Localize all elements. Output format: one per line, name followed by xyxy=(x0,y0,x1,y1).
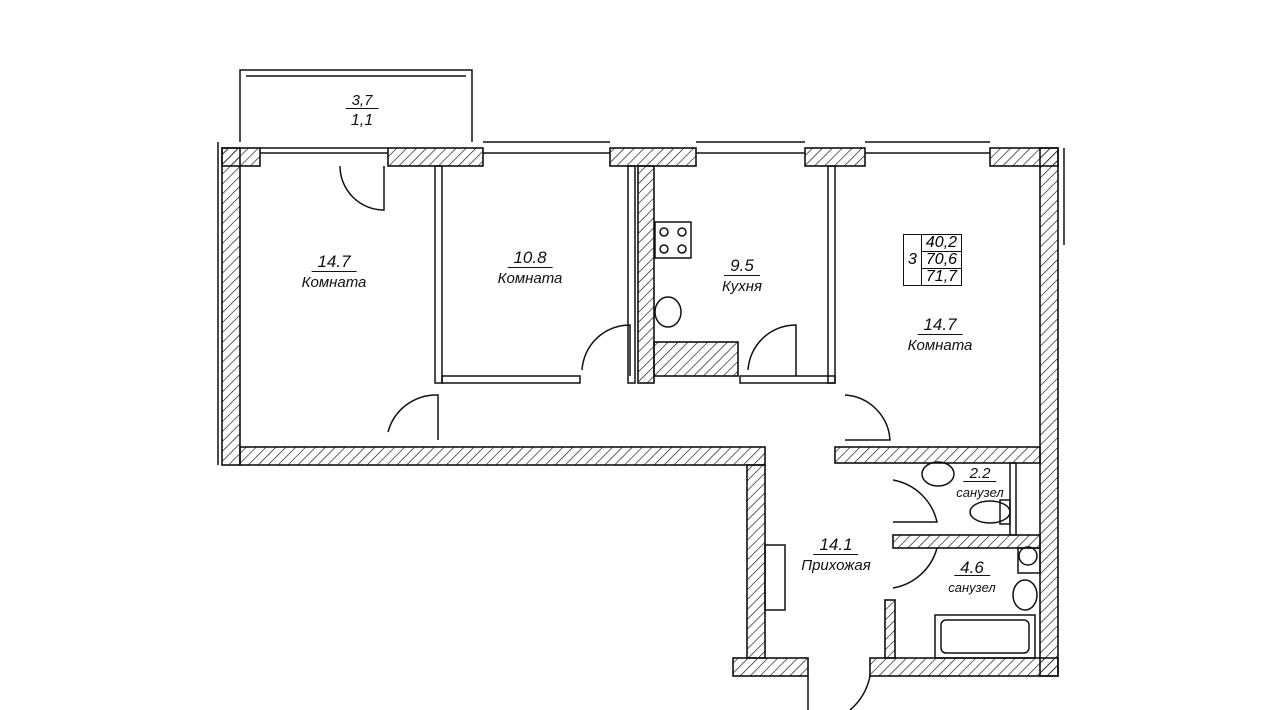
total-with-balcony: 71,7 xyxy=(920,268,963,286)
room-area: 2.2 xyxy=(963,466,997,482)
balcony-label: 3,7 1,1 xyxy=(345,92,379,130)
room-label: 10.8 Комната xyxy=(497,249,563,288)
room-name: Комната xyxy=(301,274,367,291)
room-area: 14.7 xyxy=(311,253,357,272)
room-name: Прихожая xyxy=(801,557,871,574)
wall xyxy=(732,657,809,677)
wall xyxy=(746,464,766,659)
wall xyxy=(221,147,241,466)
wall xyxy=(892,534,1041,549)
wall xyxy=(884,599,896,659)
room-label: 14.1 Прихожая xyxy=(801,536,871,575)
wall xyxy=(834,446,1041,464)
room-name: Комната xyxy=(907,337,973,354)
room-area: 4.6 xyxy=(954,559,990,576)
room-name: Кухня xyxy=(722,278,762,295)
room-name: санузел xyxy=(948,580,996,595)
wall xyxy=(637,165,655,384)
rooms-count: 3 xyxy=(903,234,922,286)
room-label: 4.6 санузел xyxy=(948,559,996,595)
wall xyxy=(609,147,697,167)
room-label: 14.7 Комната xyxy=(907,316,973,355)
room-label: 9.5 Кухня xyxy=(722,257,762,296)
balcony-area-bottom: 1,1 xyxy=(350,112,374,129)
living-area: 40,2 xyxy=(920,234,963,252)
room-label: 2.2 санузел xyxy=(956,465,1003,500)
wall xyxy=(387,147,484,167)
room-area: 9.5 xyxy=(724,257,760,276)
wall xyxy=(653,341,739,377)
room-area: 14.7 xyxy=(917,316,963,335)
total-area: 70,6 xyxy=(920,251,963,269)
area-summary-table: 3 40,2 70,6 71,7 xyxy=(903,234,963,286)
wall xyxy=(239,446,766,466)
room-area: 14.1 xyxy=(813,536,859,555)
balcony-area-top: 3,7 xyxy=(345,93,379,109)
wall xyxy=(869,657,1059,677)
wall xyxy=(1039,147,1059,677)
room-name: санузел xyxy=(956,485,1004,500)
wall xyxy=(804,147,866,167)
room-label: 14.7 Комната xyxy=(301,253,367,292)
room-area: 10.8 xyxy=(507,249,553,268)
room-name: Комната xyxy=(497,270,563,287)
